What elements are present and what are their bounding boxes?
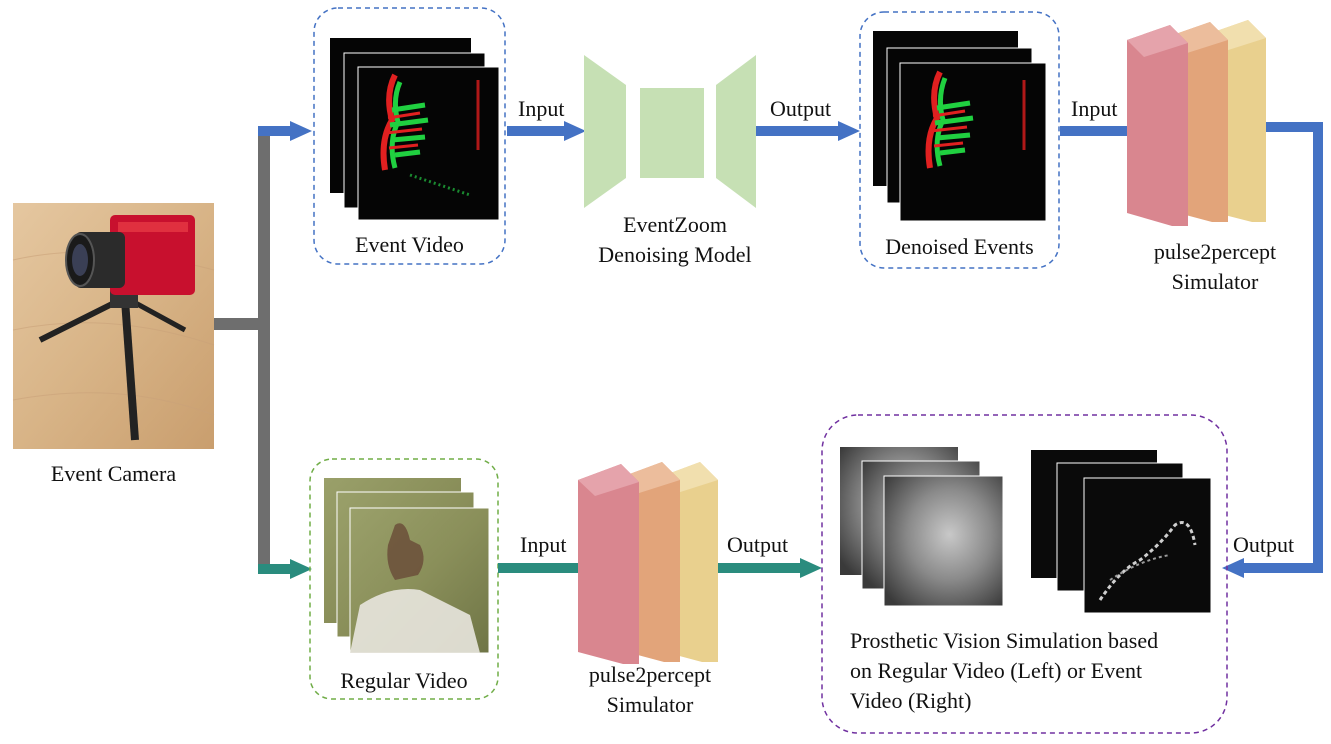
arrow-to-event-video [258, 121, 312, 141]
output-label-bottom: Output [727, 532, 789, 557]
regular-video-label: Regular Video [340, 668, 468, 693]
input-label-1: Input [518, 96, 565, 121]
model-label-line1: EventZoom [623, 212, 727, 237]
bottom-simulator-label: pulse2percept Simulator [555, 662, 745, 718]
caption-line1: Prosthetic Vision Simulation based [850, 628, 1159, 653]
output-label-right: Output [1233, 532, 1295, 557]
denoised-events-box [859, 11, 1060, 269]
bottom-simulator-line2: Simulator [606, 692, 694, 717]
caption-line3: Video (Right) [850, 688, 972, 713]
denoised-events-label: Denoised Events [885, 234, 1034, 259]
prosthetic-vision-caption: Prosthetic Vision Simulation based on Re… [850, 628, 1158, 714]
camera-splitter [214, 131, 270, 571]
arrow-output-bottom [718, 558, 822, 578]
bottom-simulator-layers [578, 462, 718, 664]
regular-video-box [309, 458, 499, 700]
model-label-line2: Denoising Model [598, 242, 752, 267]
event-video-box [313, 7, 506, 265]
event-video-percept-frames [1031, 450, 1212, 614]
denoised-event-frames [873, 31, 1047, 222]
regular-video-frames [324, 478, 490, 654]
top-simulator-line2: Simulator [1171, 269, 1259, 294]
event-camera-photo [12, 203, 215, 449]
top-simulator-line1: pulse2percept [1153, 239, 1277, 264]
model-label: EventZoom Denoising Model [560, 212, 790, 268]
top-simulator-layers [1127, 20, 1266, 226]
event-video-frames [330, 38, 500, 221]
prosthetic-vision-box [821, 414, 1228, 734]
right-connector-arrow [1222, 122, 1323, 578]
output-label-1: Output [770, 96, 832, 121]
event-camera-label: Event Camera [50, 461, 177, 486]
caption-line2: on Regular Video (Left) or Event [850, 658, 1143, 683]
arrow-output-1 [756, 121, 860, 141]
arrow-input-1 [507, 121, 586, 141]
input-label-bottom: Input [520, 532, 567, 557]
top-simulator-label: pulse2percept Simulator [1120, 239, 1310, 295]
bottom-simulator-line1: pulse2percept [588, 662, 712, 687]
input-label-2: Input [1071, 96, 1118, 121]
event-video-label: Event Video [355, 232, 464, 257]
regular-video-percept-frames [840, 447, 1004, 607]
arrow-to-regular-video [258, 559, 312, 579]
eventzoom-model-shape [584, 55, 756, 208]
